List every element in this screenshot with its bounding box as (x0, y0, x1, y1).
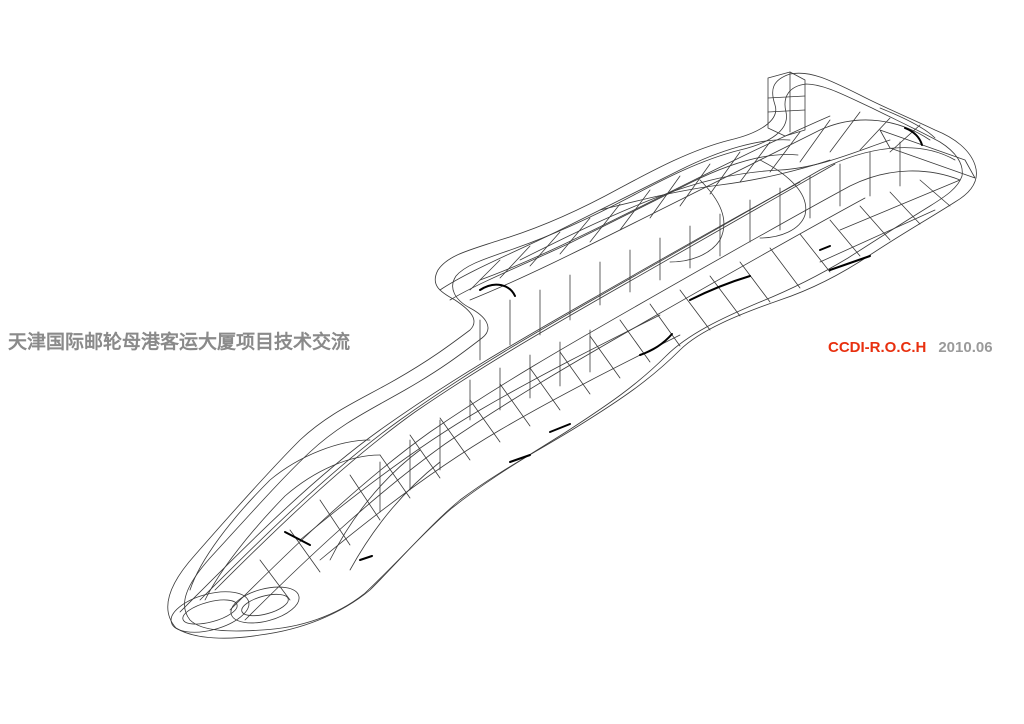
organization-label: CCDI-R.O.C.H (828, 339, 927, 356)
date-label: 2010.06 (938, 339, 993, 356)
credit-line: CCDI-R.O.C.H 2010.06 (828, 339, 993, 356)
page-title: 天津国际邮轮母港客运大厦项目技术交流 (8, 331, 351, 353)
